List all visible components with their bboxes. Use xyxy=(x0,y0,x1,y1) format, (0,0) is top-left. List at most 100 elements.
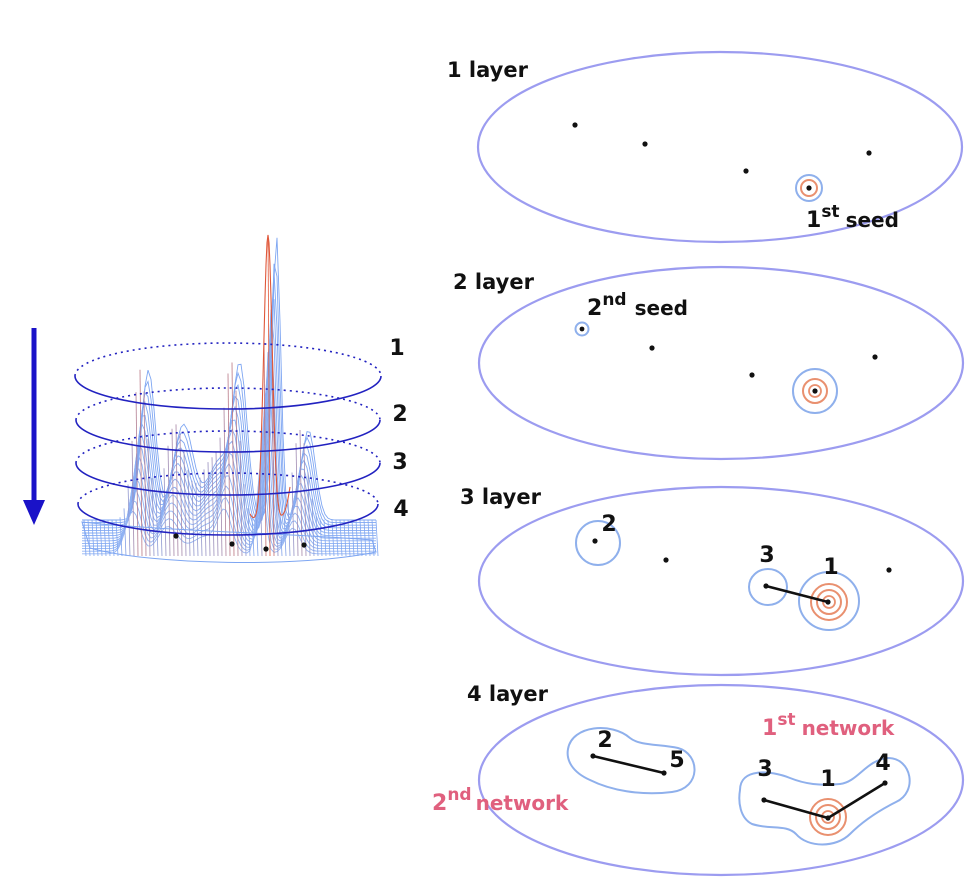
layer-ellipse xyxy=(477,265,965,461)
mesh-line xyxy=(259,471,263,557)
slice-ring-4 xyxy=(77,472,379,536)
node-label: 1 xyxy=(823,555,838,580)
node-label: 4 xyxy=(875,751,890,776)
mesh-line xyxy=(327,519,331,557)
cluster-contour xyxy=(748,568,788,606)
mesh-line xyxy=(99,519,103,557)
slice-ring-3 xyxy=(75,430,381,496)
seed-contours xyxy=(809,798,847,836)
node-point xyxy=(642,141,648,147)
node-point xyxy=(749,372,755,378)
mesh-line xyxy=(82,454,376,552)
mesh-line xyxy=(247,508,251,557)
slice-label-2: 2 xyxy=(392,402,407,427)
mesh-line xyxy=(123,508,127,557)
mesh-line xyxy=(371,519,375,557)
mesh-line xyxy=(351,519,355,557)
mesh-line xyxy=(303,443,307,557)
network-link xyxy=(765,584,829,604)
mesh-line xyxy=(207,462,211,557)
mesh-line xyxy=(127,484,131,557)
mesh-line xyxy=(299,429,303,557)
mesh-line xyxy=(227,373,231,557)
mesh-line xyxy=(203,469,207,557)
mesh-line xyxy=(103,519,107,557)
node-label: 3 xyxy=(759,543,774,568)
mesh-line xyxy=(87,519,91,557)
mesh-line xyxy=(267,234,271,557)
mesh-line xyxy=(215,452,219,557)
mesh-line xyxy=(199,477,203,557)
network-link xyxy=(827,781,886,820)
mesh-line xyxy=(355,519,359,557)
mesh-line xyxy=(167,445,171,557)
node-point xyxy=(743,168,749,174)
mesh-line xyxy=(107,519,111,557)
node-label: 2 xyxy=(597,728,612,753)
panel-title: 2 layer xyxy=(453,270,535,294)
mesh-line xyxy=(375,519,379,557)
seed-contours xyxy=(792,368,838,414)
mesh-line xyxy=(323,519,327,557)
slice-ring-1 xyxy=(74,342,382,410)
network-link xyxy=(763,798,829,820)
mesh-line xyxy=(119,517,123,557)
mesh-line xyxy=(219,437,223,557)
slice-label-3: 3 xyxy=(392,450,407,475)
cluster-contour xyxy=(575,520,621,566)
node-point xyxy=(572,122,578,128)
mesh-line xyxy=(183,451,187,557)
node-label: 5 xyxy=(669,748,684,773)
node-point xyxy=(886,567,892,573)
mesh-line xyxy=(143,391,147,557)
mesh-line xyxy=(191,480,195,557)
mesh-base xyxy=(81,521,377,564)
slice-label-4: 4 xyxy=(393,497,408,522)
mesh-line xyxy=(307,472,311,557)
seed-contours xyxy=(798,571,860,631)
mesh-line xyxy=(179,433,183,557)
base-points xyxy=(173,533,307,552)
node-label: 1 xyxy=(820,767,835,792)
mesh-line xyxy=(187,469,191,557)
mesh-line xyxy=(315,512,319,557)
mesh-line xyxy=(287,498,291,557)
mesh-line xyxy=(147,438,151,557)
mesh-line xyxy=(367,519,371,557)
left-3d-plot: 1 2 3 4 xyxy=(23,234,409,564)
mesh-line xyxy=(91,519,95,557)
mesh-line xyxy=(83,519,87,557)
panel-title: 1 layer xyxy=(447,58,529,82)
mesh-line xyxy=(159,487,163,557)
seed-contours xyxy=(795,174,823,202)
mesh-line xyxy=(311,498,315,557)
mesh-line xyxy=(359,519,363,557)
layer-ellipse xyxy=(476,50,964,244)
mesh-line xyxy=(363,519,367,557)
mesh-line xyxy=(235,390,239,557)
mesh-line xyxy=(295,443,299,557)
layer-ellipse xyxy=(477,683,965,877)
network-contour xyxy=(566,727,696,795)
node-label: 3 xyxy=(757,757,772,782)
panel-title: 3 layer xyxy=(460,485,542,509)
mesh-line xyxy=(139,369,143,557)
node-point xyxy=(866,150,872,156)
peak-outline xyxy=(249,234,291,518)
slice-ring-2 xyxy=(75,387,381,453)
node-point xyxy=(872,354,878,360)
node-label: 2 xyxy=(601,512,616,537)
node-point xyxy=(649,345,655,351)
mesh-line xyxy=(131,440,135,557)
node-point xyxy=(663,557,669,563)
mesh-line xyxy=(211,457,215,557)
surface-mesh xyxy=(81,234,379,564)
mesh-line xyxy=(82,474,376,555)
mesh-line xyxy=(251,516,255,557)
